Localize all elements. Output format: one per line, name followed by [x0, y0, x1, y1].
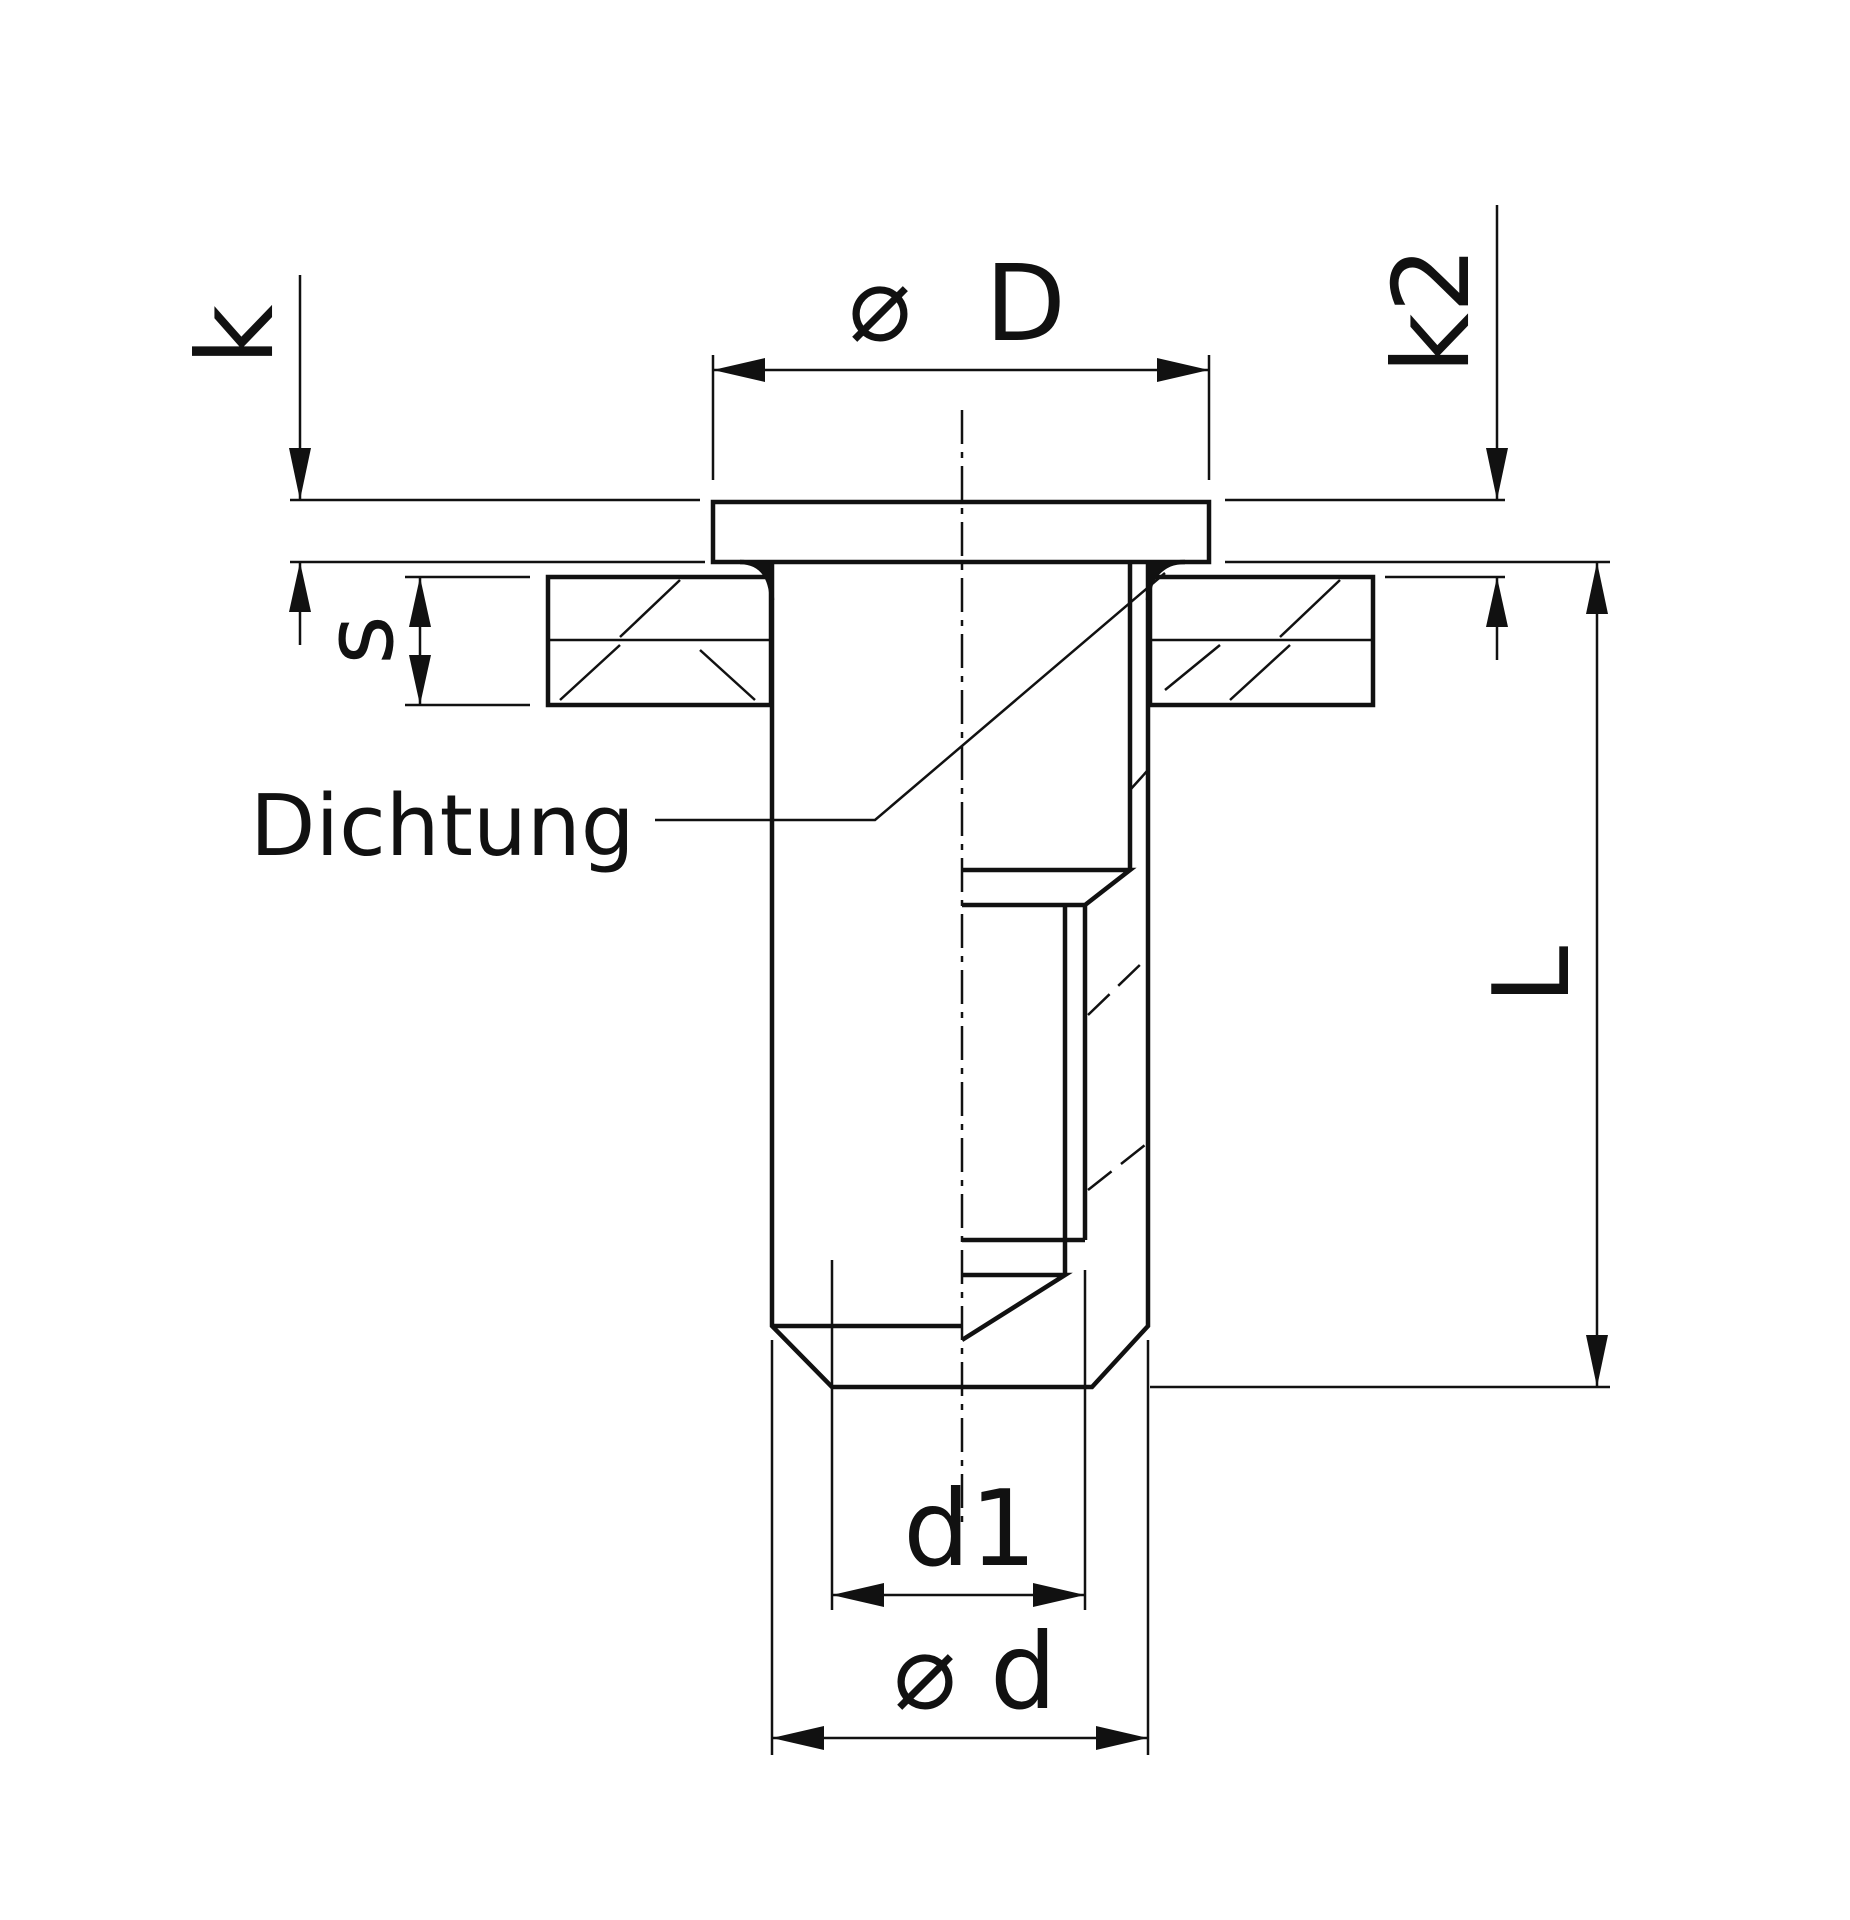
dimension-d1: [832, 1583, 1085, 1607]
label-L: L: [1471, 946, 1593, 1005]
rivet-nut: [710, 499, 1212, 1390]
seal-fill-right: [1148, 562, 1185, 600]
dimension-k: [289, 275, 311, 645]
dimension-L: [1586, 562, 1608, 1387]
label-k: k: [175, 304, 297, 365]
seal-fill-left: [740, 562, 772, 600]
dimension-d: [772, 1726, 1148, 1750]
label-seal: Dichtung: [250, 777, 635, 876]
dimension-k2: [1486, 205, 1508, 660]
seal-leader-line: [655, 572, 1166, 822]
dimension-s: [409, 577, 431, 705]
sheet-left: [545, 574, 774, 708]
label-diameter-symbol-d: ⌀: [893, 1611, 956, 1733]
sheet-right: [1147, 574, 1376, 708]
label-s: s: [305, 615, 415, 665]
label-d1: d1: [903, 1468, 1036, 1590]
dimension-D: [713, 358, 1209, 382]
label-d: d: [990, 1611, 1057, 1733]
label-k2: k2: [1371, 246, 1493, 374]
label-D: D: [985, 243, 1066, 365]
label-diameter-symbol-D: ⌀: [848, 243, 911, 365]
extension-lines: [290, 355, 1610, 1755]
